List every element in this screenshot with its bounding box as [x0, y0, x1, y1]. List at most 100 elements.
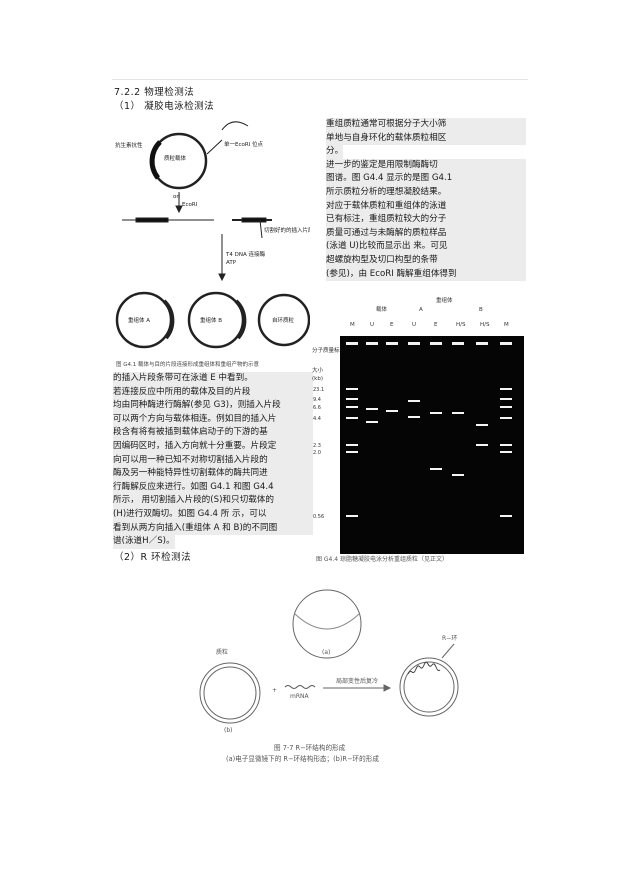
gel-group-b: B: [479, 307, 483, 313]
text-line: 单地与自身环化的载体质粒相区: [326, 131, 526, 146]
gel-band: [500, 444, 512, 446]
label-plasmid: 质粒载体: [164, 154, 187, 162]
label-single-site: 单一EcoRI 位点: [224, 140, 264, 148]
gel-band: [366, 421, 378, 423]
subsection-gel-heading: （1） 凝胶电泳检测法: [114, 101, 215, 112]
text-line: 进一步的鉴定是用限制酶酶切: [326, 158, 526, 173]
gel-band: [500, 398, 512, 400]
gel-band: [346, 398, 358, 400]
left-column-text: 的插入片段条带可在泳道 E 中看到。 若连接反应中所用的载体及目的片段 均由同种…: [113, 372, 313, 549]
text-line: 酶及另一种能特异性切割载体的酶共同进: [113, 467, 313, 481]
text-line: (H)进行双酶切。如图 G4.4 所 示，可以: [113, 507, 313, 522]
gel-size-marker-label: 4.4: [313, 416, 321, 422]
fig77-label-a: (a): [322, 649, 330, 656]
caption-g4-4: 图 G4.4 琼脂糖凝胶电泳分析重组质粒（见正文）: [316, 556, 449, 563]
label-ori: ori: [173, 194, 181, 200]
text-line: 对应于载体质粒和重组体的泳道: [326, 199, 526, 214]
figure-7-7: (a) 质粒 + mRNA 局部变性后复冷 R−环 (b): [199, 589, 459, 734]
gel-lane-label: E: [434, 322, 438, 328]
gel-well: [408, 342, 420, 345]
caption-g4-1: 图 G4.1 载体与目的片段连接形成重组体和重组产物的示意: [116, 360, 260, 368]
gel-band: [346, 417, 358, 419]
gel-band: [452, 412, 464, 414]
gel-band: [366, 408, 378, 410]
label-recombinant-a: 重组体 A: [128, 316, 150, 324]
label-insert: 切割好的的插入片段: [264, 226, 310, 234]
fig77-rloop: R−环: [442, 635, 457, 642]
text-line: 重组质粒通常可根据分子大小筛: [326, 118, 526, 132]
gel-band: [346, 388, 358, 390]
gel-band: [430, 468, 442, 470]
section-heading: 7.2.2 物理检测法: [114, 87, 195, 98]
text-line: 所示质粒分析的理想凝胶结果。: [326, 185, 526, 200]
gel-well: [430, 342, 442, 345]
label-atp: ATP: [226, 260, 237, 266]
gel-band: [346, 515, 358, 517]
gel-band: [408, 400, 420, 402]
gel-group-recombinant: 重组体: [436, 296, 453, 304]
label-ligase: T4 DNA 连接酶: [225, 250, 265, 258]
text-line: 看到从两方向插入(重组体 A 和 B)的不同图: [113, 521, 313, 536]
gel-side-label: 分子质量标准: [312, 346, 346, 354]
gel-band: [500, 451, 512, 453]
gel-unit-label: (kb): [312, 376, 323, 382]
gel-well: [386, 342, 398, 345]
gel-group-vector: 载体: [376, 305, 388, 313]
gel-lane-label: M: [504, 322, 509, 328]
right-column-text: 重组质粒通常可根据分子大小筛 单地与自身环化的载体质粒相区 分。 进一步的鉴定是…: [326, 118, 526, 282]
gel-background: [340, 336, 524, 554]
text-line: 行酶解反应来进行。如图 G4.1 和图 G4.4: [113, 480, 313, 495]
caption-7-7-sub: (a)电子显微镜下的 R−环结构形态；(b)R−环的形成: [226, 755, 379, 763]
text-line: 图谱。图 G4.4 显示的是图 G4.1: [326, 172, 526, 186]
text-line: 所示， 用切割插入片段的(S)和只切载体的: [113, 494, 313, 508]
label-recombinant-b: 重组体 B: [200, 316, 222, 324]
text-line: 可以两个方向与载体相连。例如目的插入片: [113, 412, 313, 427]
gel-band: [476, 444, 488, 446]
gel-well: [500, 342, 512, 345]
gel-size-marker-label: 2.0: [313, 450, 321, 456]
fig77-plus: +: [272, 687, 277, 694]
gel-size-marker-label: 9.4: [313, 397, 321, 403]
gel-size-marker-label: 23.1: [313, 387, 324, 393]
gel-group-a: A: [419, 307, 423, 313]
gel-size-marker-label: 0.56: [313, 514, 324, 520]
text-line: 若连接反应中所用的载体及目的片段: [113, 385, 313, 400]
gel-band: [346, 444, 358, 446]
text-line: 的插入片段条带可在泳道 E 中看到。: [113, 372, 313, 386]
gel-lane-label: U: [370, 322, 374, 328]
gel-lane-label: M: [350, 322, 355, 328]
text-line: 超螺旋构型及切口构型的条带: [326, 253, 526, 268]
label-resist: 抗生素抗性: [115, 141, 143, 149]
label-self-ligated: 自环质粒: [272, 316, 295, 324]
gel-band: [408, 416, 420, 418]
gel-well: [346, 342, 358, 345]
top-rule: [112, 79, 528, 80]
gel-well: [366, 342, 378, 345]
gel-band: [452, 474, 464, 476]
text-line: 向可以用一种已知不对称切割插入片段的: [113, 453, 313, 468]
gel-band: [500, 388, 512, 390]
text-line: 谱(泳道H／S)。: [113, 535, 175, 549]
fig77-process: 局部变性后复冷: [336, 677, 378, 685]
figure-g4-1: 抗生素抗性 质粒载体 单一EcoRI 位点 ori EcoRI 切割好的的插入片…: [115, 121, 310, 368]
label-ecori: EcoRI: [182, 202, 198, 208]
gel-band: [430, 412, 442, 414]
gel-lane-label: H/S: [480, 322, 490, 328]
text-line: 段含有将有被插到载体启动子的下游的基: [113, 426, 313, 440]
text-line: 已有标注，重组质粒较大的分子: [326, 213, 526, 227]
gel-lane-label: U: [412, 322, 416, 328]
text-line: 因编码区时，插入方向就十分重要。片段定: [113, 439, 313, 454]
gel-band: [500, 515, 512, 517]
gel-well: [476, 342, 488, 345]
gel-band: [476, 424, 488, 426]
text-line: (泳道 U)比较而显示出 来。可见: [326, 240, 526, 254]
gel-lane-label: H/S: [456, 322, 466, 328]
gel-band: [346, 451, 358, 453]
caption-7-7-title: 图 7-7 R−环结构的形成: [274, 744, 346, 752]
text-line: (参见)，由 EcoRI 酶解重组体得到: [326, 267, 526, 282]
gel-size-label: 大小: [312, 366, 324, 374]
text-line: 均由同种酶进行酶解(参见 G3)，则插入片段: [113, 399, 313, 413]
gel-band: [386, 410, 398, 412]
text-line: 质量可通过与未酶解的质粒样品: [326, 226, 526, 241]
